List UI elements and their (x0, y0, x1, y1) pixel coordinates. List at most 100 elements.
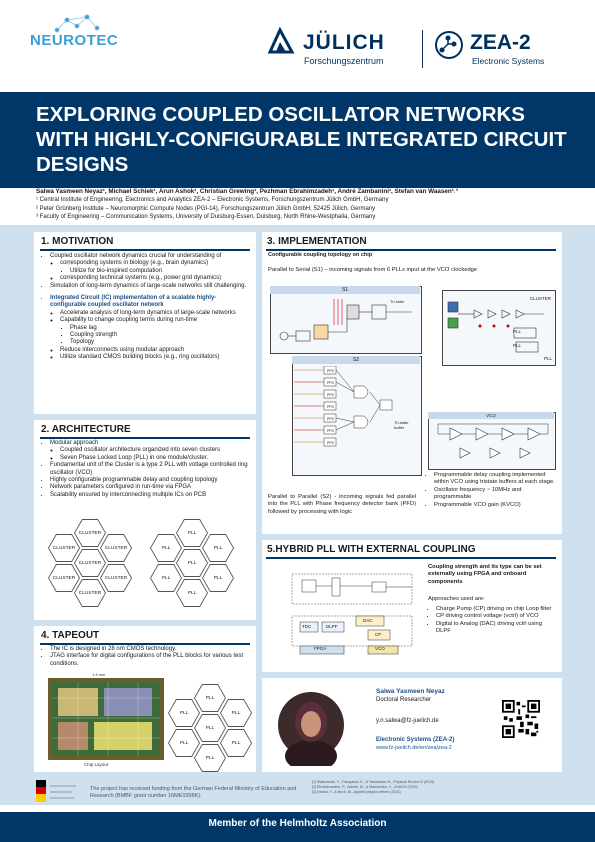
pll-hex-label: PLL (203, 535, 233, 561)
svg-text:Tri-state: Tri-state (390, 299, 405, 304)
cluster-hex-label: CLUSTER (101, 535, 131, 561)
vco-diagram-label: VCO (428, 412, 554, 419)
motivation-heading-rule (40, 249, 250, 251)
author-photo (278, 692, 344, 766)
tapeout-bullet-2: JTAG interface for digital configuration… (50, 653, 244, 667)
zea-logo: ZEA-2 (470, 31, 531, 54)
motivation-bullet-3d: Utilize standard CMOS building blocks (e… (60, 354, 220, 361)
implementation-bullet-1: Programmable delay coupling implemented … (434, 472, 555, 486)
tapeout-bullet-1: The IC is designed in 28 nm CMOS technol… (50, 646, 177, 652)
cluster-hex: CLUSTER (48, 564, 80, 592)
list-item: corresponding technical systems (e.g., p… (60, 275, 252, 282)
fpga-block-label: FPGA (314, 646, 327, 651)
pll-hex-label: PLL (221, 700, 251, 726)
list-item: Seven Phase Locked Loop (PLL) in one mod… (60, 455, 254, 462)
cluster-hex: CLUSTER (48, 534, 80, 562)
list-item: The IC is designed in 28 nm CMOS technol… (50, 646, 252, 653)
s1-circuit: Tri-state (279, 299, 412, 342)
list-item: Reduce interconnects using modular appro… (60, 347, 252, 354)
svg-text:PFD: PFD (327, 369, 334, 373)
pll-hex: PLL (194, 714, 226, 742)
contact-name: Salwa Yasmeen Neyaz (376, 688, 445, 695)
architecture-panel: 2. ARCHITECTURE Modular approach Coupled… (34, 420, 256, 620)
list-item: Oscillator frequency ~ 10MHz and program… (434, 487, 558, 502)
qr-code-image[interactable] (502, 700, 540, 738)
bmbf-logo-icon (50, 785, 76, 799)
cluster-pll-label: PLL (513, 343, 522, 348)
contact-url[interactable]: www.fz-juelich.de/en/zea/zea-2 (376, 745, 452, 751)
list-item: Coupling strength (70, 332, 252, 339)
neurotec-logo: NEUROTEC (30, 32, 119, 49)
architecture-bullet-1a: Coupled oscillator architecture organize… (60, 447, 221, 454)
zea-circuit-icon (435, 31, 463, 59)
architecture-bullet-1: Modular approach (50, 440, 99, 446)
cp-block-label: CP (375, 632, 382, 637)
architecture-bullet-5: Scalability ensured by interconnecting m… (50, 491, 207, 498)
tapeout-panel: 4. TAPEOUT The IC is designed in 28 nm C… (34, 626, 256, 772)
affiliation-3: ³ Faculty of Engineering – Communication… (36, 214, 376, 221)
list-item: Highly configurable programmable delay a… (50, 477, 254, 484)
list-item: Programmable VCO gain (KVCO) (434, 502, 558, 509)
list-item: CP driving control voltage (vctrl) of VC… (436, 613, 556, 620)
list-item: Fundamental unit of the Cluster is a typ… (50, 462, 254, 477)
implementation-p1: Parallel to Serial (S1) – incoming signa… (268, 267, 478, 273)
footer-text: Member of the Helmholtz Association (208, 818, 387, 829)
svg-text:PFD: PFD (327, 417, 334, 421)
motivation-bullet-3c: Reduce interconnects using modular appro… (60, 346, 185, 353)
dlpf-block-label: DLPF (326, 624, 338, 629)
vco-block-label: VCO (375, 646, 385, 651)
list-item: Coupled oscillator network dynamics cruc… (50, 253, 252, 283)
pll-hex-label: PLL (203, 565, 233, 591)
svg-text:PFD: PFD (327, 441, 334, 445)
cluster-hex-label: CLUSTER (49, 565, 79, 591)
list-item: JTAG interface for digital configuration… (50, 653, 252, 668)
pll-hex: PLL (168, 729, 200, 757)
pll-hex: PLL (202, 534, 234, 562)
hybrid-heading-rule (266, 557, 556, 559)
pll-hex: PLL (194, 684, 226, 712)
pll-hex-label: PLL (195, 715, 225, 741)
svg-text:PFD: PFD (327, 405, 334, 409)
cluster-pll-label: PLL (544, 356, 553, 361)
cluster-hex-label: CLUSTER (75, 580, 105, 606)
implementation-right-list: Programmable delay coupling implemented … (426, 472, 558, 509)
cluster-hex: CLUSTER (74, 519, 106, 547)
tapeout-body: The IC is designed in 28 nm CMOS technol… (42, 646, 252, 668)
cluster-hex: CLUSTER (74, 579, 106, 607)
vco-diagram (428, 412, 556, 470)
pll-hex-label: PLL (177, 550, 207, 576)
reference-1: [1] Matsumoto, Y., Fukuyama, K., & Yasuk… (312, 780, 435, 784)
hybrid-approaches-label: Approaches used are: (428, 596, 485, 602)
cluster-pll-label: PLL (513, 329, 522, 334)
affiliation-1: ¹ Central Institute of Engineering, Elec… (36, 197, 389, 204)
list-item: Simulation of long-term dynamics of larg… (50, 283, 252, 290)
architecture-heading-rule (40, 437, 250, 439)
list-item: Network parameters configured in run-tim… (50, 484, 254, 491)
hybrid-approach-list: Charge Pump (CP) driving on chip Loop fi… (428, 606, 556, 636)
pll-hex: PLL (176, 519, 208, 547)
title-band (0, 92, 595, 188)
list-item: Charge Pump (CP) driving on chip Loop fi… (436, 606, 556, 613)
implementation-heading: 3. IMPLEMENTATION (267, 236, 367, 247)
svg-text:PFD: PFD (327, 381, 334, 385)
pll-hex-label: PLL (177, 580, 207, 606)
list-item: Utilize for bio-inspired computation (70, 268, 252, 275)
tapeout-heading: 4. TAPEOUT (41, 630, 100, 641)
juelich-logo-subtitle: Forschungszentrum (304, 56, 384, 66)
cluster-hex: CLUSTER (100, 534, 132, 562)
contact-email[interactable]: y.n.salwa@fz-juelich.de (376, 718, 439, 724)
dac-block-label: DAC (363, 618, 373, 623)
list-item: Utilize standard CMOS building blocks (e… (60, 354, 252, 361)
list-item: Programmable delay coupling implemented … (434, 472, 558, 487)
tdc-block-label: TDC (302, 624, 312, 629)
hybrid-approach-3: Digital to Analog (DAC) driving vctrl us… (436, 620, 542, 635)
pll-hex: PLL (168, 699, 200, 727)
hybrid-approach-1: Charge Pump (CP) driving on chip Loop fi… (436, 606, 552, 612)
list-item: Digital to Analog (DAC) driving vctrl us… (436, 621, 556, 636)
list-item: Integrated Circuit (IC) implementation o… (50, 295, 252, 362)
s1-diagram-label: S1 (270, 286, 420, 294)
implementation-p2: Parallel to Parallel (S2) - incoming sig… (268, 494, 416, 515)
architecture-bullet-1b: Seven Phase Locked Loop (PLL) in one mod… (60, 454, 209, 461)
hybrid-intro: Coupling strength and its type can be se… (428, 564, 542, 585)
